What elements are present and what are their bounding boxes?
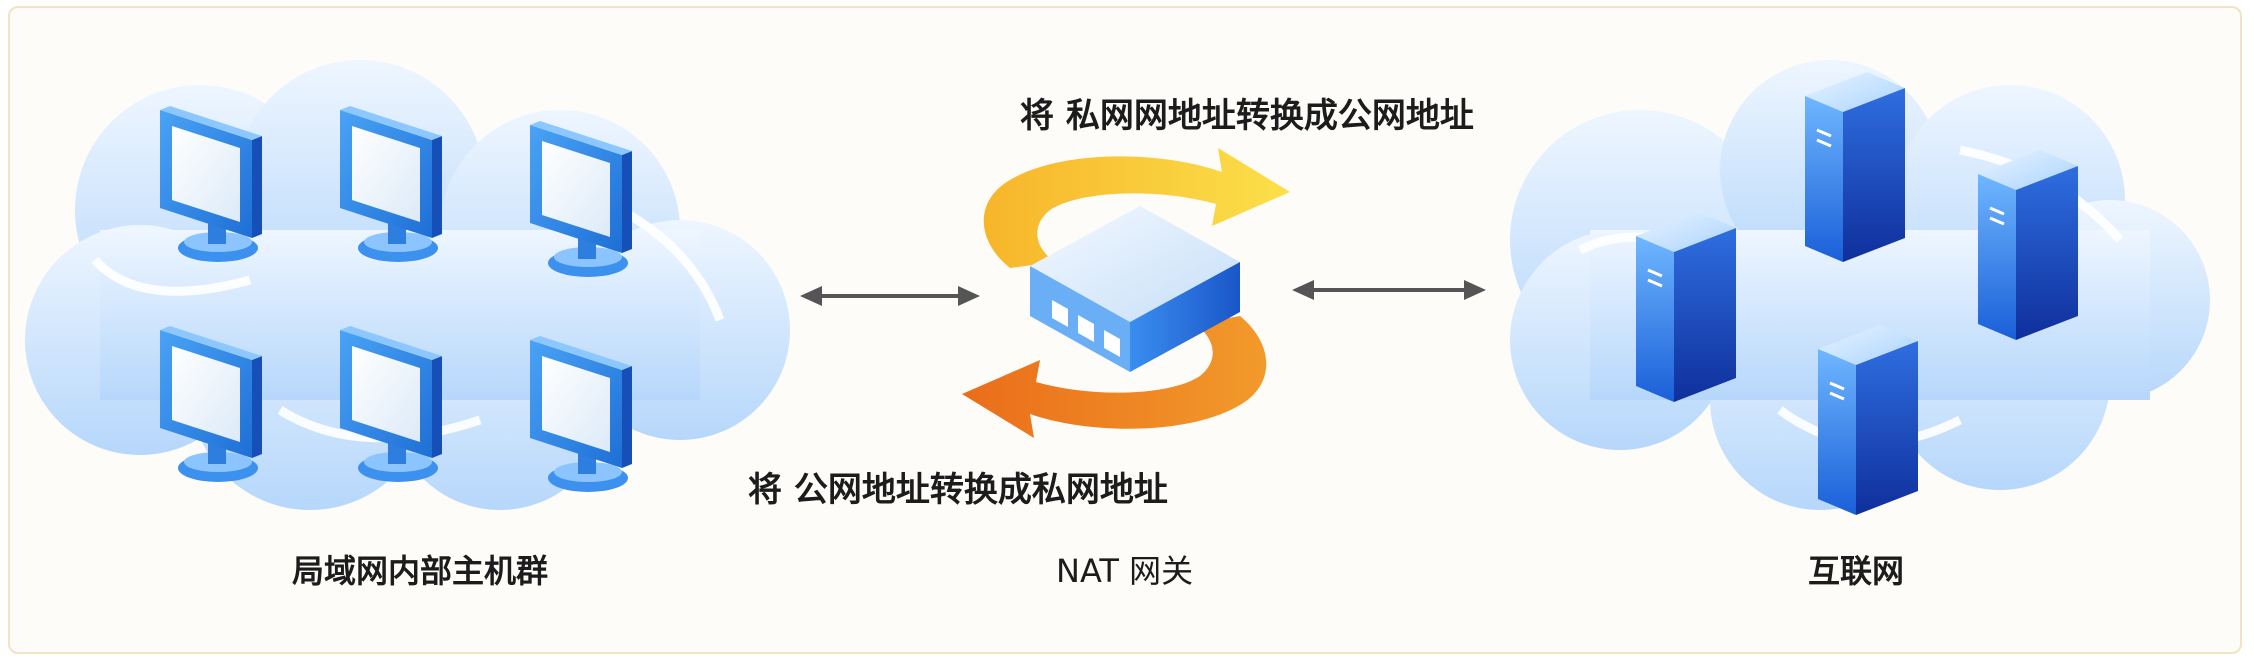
public-to-private-arrow (962, 316, 1267, 438)
gateway-internet-link (1292, 280, 1486, 300)
public-to-private-caption: 将 公网地址转换成私网地址 (748, 470, 1168, 510)
server-icon (1816, 323, 1920, 517)
lan-gateway-link (800, 286, 980, 306)
router-icon (1030, 206, 1240, 372)
server-icon (1976, 148, 2080, 342)
internet-label: 互联网 (1808, 552, 1905, 590)
private-to-public-caption: 将 私网网地址转换成公网地址 (1020, 96, 1474, 136)
private-to-public-arrow (983, 148, 1290, 268)
server-icon (1803, 70, 1907, 264)
nat-gateway-label: NAT 网关 (1056, 552, 1194, 590)
server-icon (1634, 210, 1738, 404)
lan-label: 局域网内部主机群 (292, 552, 549, 590)
